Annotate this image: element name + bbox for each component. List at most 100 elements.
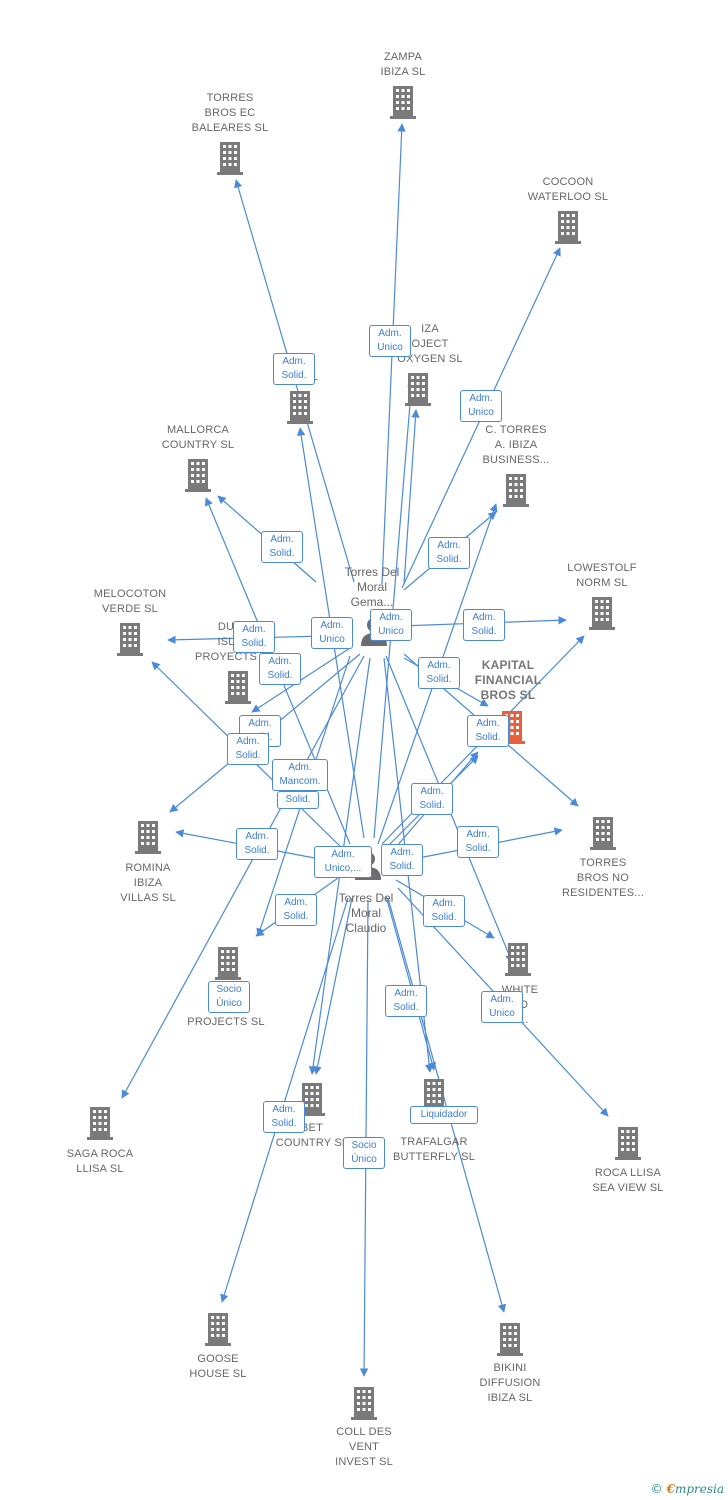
relation-label[interactable]: Adm.Unico <box>311 617 353 649</box>
relation-label-line: Solid. <box>271 1118 297 1129</box>
company-label-line: OXYGEN SL <box>397 353 463 365</box>
relation-label[interactable]: Adm. Solid. <box>411 783 453 815</box>
company-building-icon[interactable] <box>117 623 143 656</box>
company-building-icon[interactable] <box>390 86 416 119</box>
relation-label[interactable]: Adm.Unico,... <box>314 846 372 878</box>
relation-label-line: Adm. <box>288 762 312 773</box>
relation-label[interactable]: Adm.Solid. <box>428 537 470 569</box>
company-building-icon[interactable] <box>615 1127 641 1160</box>
company-label-line: IBIZA SL <box>487 1392 533 1404</box>
company-building-icon[interactable] <box>135 821 161 854</box>
company-label-line: VERDE SL <box>101 603 158 615</box>
relation-label[interactable]: Adm.Solid. <box>457 826 499 858</box>
company-label-line: PROJECTS SL <box>187 1016 265 1028</box>
company-label-line: BET <box>301 1122 323 1134</box>
company-label-line: BIKINI <box>493 1362 527 1374</box>
company-label-melocoton[interactable]: MELOCOTON VERDE SL <box>65 587 195 617</box>
relation-label[interactable]: Adm.Unico <box>481 991 523 1023</box>
company-label-line: MELOCOTON <box>93 588 167 600</box>
company-building-icon[interactable] <box>225 671 251 704</box>
relation-label-line: Solid. <box>393 1002 419 1013</box>
relation-label[interactable]: Adm.Solid. <box>467 715 509 747</box>
relation-label[interactable]: Adm.Solid. <box>385 985 427 1017</box>
relation-label-line: Unico <box>378 626 404 637</box>
company-label-line: RESIDENTES... <box>561 887 645 899</box>
company-building-icon[interactable] <box>205 1313 231 1346</box>
relation-label[interactable]: Adm.Solid. <box>259 653 301 685</box>
relation-label[interactable]: Adm.Solid. <box>263 1101 305 1133</box>
company-building-icon[interactable] <box>590 817 616 850</box>
relation-label-line: Solid. <box>419 800 445 811</box>
relation-label[interactable]: Adm.Solid. <box>261 531 303 563</box>
relation-label-line: Adm. <box>490 994 514 1005</box>
company-building-icon[interactable] <box>287 391 313 424</box>
company-label-projects[interactable]: PROJECTS SL <box>161 1015 291 1030</box>
relation-label[interactable]: Adm.Solid. <box>418 657 460 689</box>
company-label-line: LLISA SL <box>76 1163 124 1175</box>
company-label-cocoon[interactable]: COCOON WATERLOO SL <box>503 175 633 205</box>
company-building-icon[interactable] <box>351 1387 377 1420</box>
relation-label[interactable]: Solid. <box>277 791 319 809</box>
relation-label[interactable]: Adm.Solid. <box>236 828 278 860</box>
relation-label[interactable]: Adm. Unico <box>460 390 502 422</box>
company-label-line: TORRES <box>579 857 627 869</box>
relation-label[interactable]: Adm.Solid. <box>275 894 317 926</box>
company-label-line: SAGA ROCA <box>66 1148 134 1160</box>
relation-label[interactable]: Adm.Solid. <box>227 733 269 765</box>
relation-label-line: Adm. <box>420 786 444 797</box>
relation-label[interactable]: Adm.Solid. <box>233 621 275 653</box>
relation-label[interactable]: Adm.Unico <box>369 325 411 357</box>
relation-label[interactable]: Adm.Mancom. <box>272 759 328 791</box>
relation-label-line: Unico <box>468 407 494 418</box>
company-building-icon[interactable] <box>505 943 531 976</box>
company-label-line: A. IBIZA <box>494 439 538 451</box>
company-building-icon[interactable] <box>503 474 529 507</box>
edge-line <box>220 897 349 1303</box>
company-label-saga[interactable]: SAGA ROCA LLISA SL <box>35 1147 165 1177</box>
company-building-icon[interactable] <box>589 597 615 630</box>
company-building-icon[interactable] <box>405 373 431 406</box>
relation-label[interactable]: Adm.Solid. <box>381 844 423 876</box>
relation-label-line: Solid. <box>475 732 501 743</box>
relation-label-line: Solid. <box>244 845 270 856</box>
relation-label[interactable]: Adm.Solid. <box>423 895 465 927</box>
company-label-line: COCOON <box>542 176 594 188</box>
company-building-icon[interactable] <box>215 947 241 980</box>
company-label-hidden_sl[interactable]: L <box>250 370 380 385</box>
relation-label[interactable]: Adm.Solid. <box>463 609 505 641</box>
relation-label-line: Adm. <box>378 328 402 339</box>
company-building-icon[interactable] <box>185 459 211 492</box>
company-building-icon[interactable] <box>217 142 243 175</box>
company-label-line: WATERLOO SL <box>527 191 609 203</box>
relation-label[interactable]: Adm.Unico <box>370 609 412 641</box>
company-building-icon[interactable] <box>87 1107 113 1140</box>
relation-label[interactable]: Adm.Solid. <box>273 353 315 385</box>
relation-label-line: Adm. <box>469 393 493 404</box>
relation-label[interactable]: Liquidador <box>410 1106 478 1124</box>
relation-label-line: Unico,... <box>324 863 362 874</box>
company-label-line: ZAMPA <box>383 51 423 63</box>
company-building-icon[interactable] <box>555 211 581 244</box>
company-building-icon[interactable] <box>497 1323 523 1356</box>
